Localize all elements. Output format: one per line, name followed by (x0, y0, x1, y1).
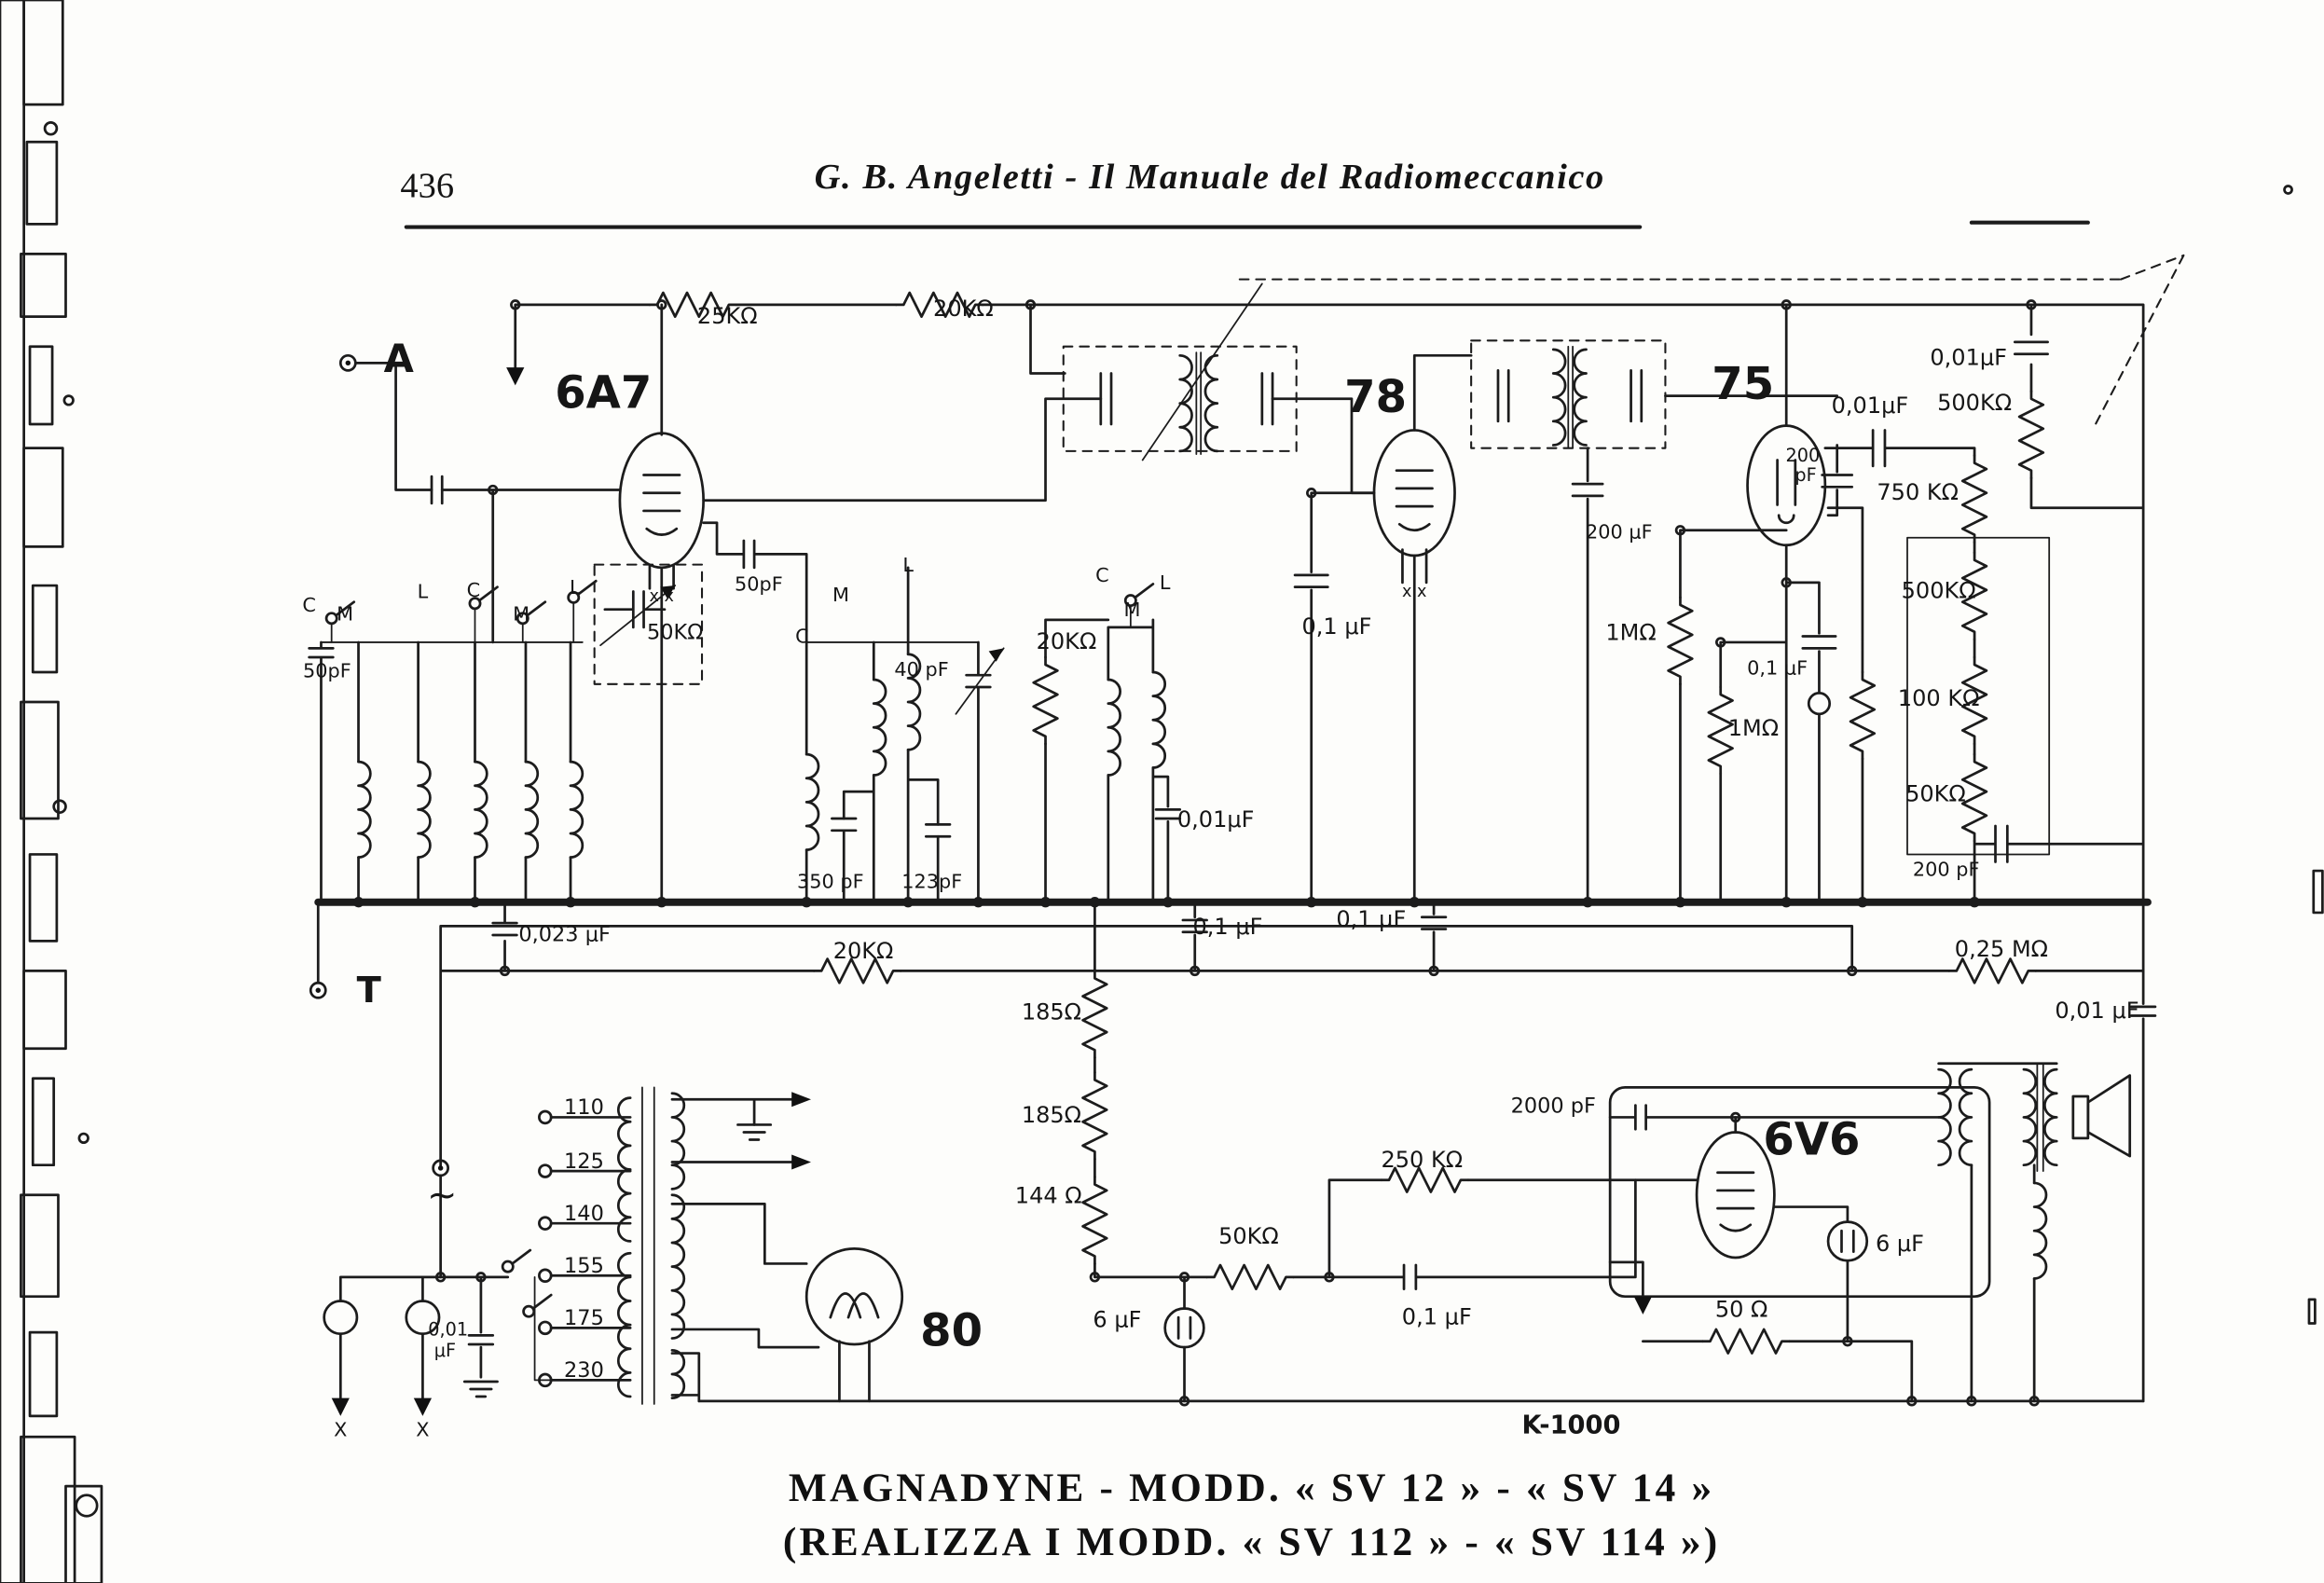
tube-label: 75 (1712, 358, 1775, 411)
component-label: 185Ω (1021, 998, 1082, 1026)
component-label: 1MΩ (1605, 619, 1657, 646)
component-label: C (466, 580, 481, 603)
component-label: 0,1 μF (1192, 913, 1263, 941)
component-label: 0,25 MΩ (1954, 935, 2049, 963)
component-label: 350 pF (797, 871, 864, 894)
component-label: x x (1402, 582, 1427, 601)
component-label: 110 (564, 1096, 604, 1121)
component-label: X (416, 1419, 430, 1442)
power-transformer (538, 1086, 820, 1405)
output-stage-box (1608, 1086, 1991, 1299)
tube-label: 80 (920, 1305, 983, 1358)
caption-line1: MAGNADYNE - MODD. « SV 12 » - « SV 14 » (788, 1465, 1715, 1510)
tube-80 (804, 1247, 904, 1346)
component-label: 1MΩ (1727, 714, 1780, 742)
component-label: C (302, 595, 316, 618)
component-label: 0,01μF (1176, 805, 1255, 833)
tube-6V6 (1695, 1131, 1776, 1260)
component-label: 6 μF (1875, 1230, 1924, 1258)
component-label: C (1095, 565, 1109, 588)
page-header: G. B. Angeletti - Il Manuale del Radiome… (814, 158, 1605, 198)
component-label: 20KΩ (832, 937, 894, 965)
junction-dots (352, 299, 2040, 1407)
component-label: 0,1 μF (1336, 905, 1407, 933)
component-label: 175 (564, 1306, 604, 1331)
component-label: 25KΩ (696, 302, 758, 330)
component-label: L (1159, 572, 1171, 596)
component-label: 6 μF (1093, 1306, 1142, 1333)
component-label: X (334, 1419, 348, 1442)
electrolytic-6uf-2 (1826, 1220, 1869, 1262)
component-label: μF (433, 1340, 457, 1361)
component-label: 50pF (735, 574, 783, 598)
speaker (2071, 1074, 2132, 1158)
component-label: 500KΩ (1901, 577, 1976, 605)
component-label: 123pF (901, 871, 963, 894)
component-label: 185Ω (1021, 1101, 1082, 1129)
component-label: 100 KΩ (1897, 684, 1980, 712)
component-label: 0,1 μF (1301, 613, 1372, 640)
component-label: M (1123, 599, 1141, 623)
component-label: 0,1 μF (1401, 1302, 1472, 1330)
antenna-terminal-label: A (383, 337, 414, 383)
ground-terminal-label: T (356, 969, 381, 1012)
component-label: 50KΩ (1905, 780, 1966, 807)
component-label: M (832, 585, 850, 608)
component-label: 500KΩ (1937, 389, 2013, 417)
component-label: C (795, 626, 809, 650)
component-label: 50KΩ (646, 621, 704, 646)
caption-line2: (REALIZZA I MODD. « SV 112 » - « SV 114 … (782, 1519, 1721, 1564)
component-label: 20KΩ (1036, 627, 1097, 655)
component-label: L (570, 577, 581, 600)
component-label: 2000 pF (1510, 1094, 1596, 1120)
electrolytic-6uf (1163, 1307, 1205, 1349)
component-label: 200 μF (1585, 521, 1653, 544)
component-label: 144 Ω (1014, 1182, 1082, 1209)
component-label: 200 pF (1912, 860, 1980, 883)
component-label: 200 (1785, 445, 1821, 466)
component-label: 250 KΩ (1381, 1146, 1464, 1174)
page-number: 436 (400, 167, 455, 207)
component-label: 20KΩ (933, 295, 994, 323)
tube-label: 6V6 (1763, 1114, 1861, 1167)
component-label: 750 KΩ (1877, 478, 1960, 506)
component-label: 0,1 μF (1747, 657, 1808, 681)
mains-label: ~ (427, 1174, 458, 1217)
component-label: 0,01μF (1930, 344, 2007, 372)
component-label: 50KΩ (1218, 1222, 1279, 1250)
component-label: 0,01 (428, 1318, 469, 1341)
component-label: 230 (564, 1358, 604, 1383)
component-label: 50pF (303, 660, 351, 683)
mains-input (323, 1248, 553, 1416)
component-label: pF (1795, 464, 1817, 486)
component-label: L (417, 582, 429, 605)
component-label: M (337, 604, 354, 627)
tube-label: 78 (1344, 371, 1408, 425)
caption: MAGNADYNE - MODD. « SV 12 » - « SV 14 » … (783, 1461, 1721, 1568)
header-rule (404, 220, 2090, 229)
component-label: K-1000 (1521, 1411, 1621, 1441)
component-label: M (513, 604, 530, 627)
component-label: 140 (564, 1202, 604, 1227)
component-label: 0,01 μF (2055, 997, 2139, 1025)
component-label: L (902, 555, 914, 578)
component-label: 0,01μF (1831, 392, 1909, 420)
tube-label: 6A7 (555, 367, 653, 420)
component-label: 155 (564, 1254, 604, 1279)
component-label: 40 pF (894, 659, 949, 682)
component-label: 0,023 μF (518, 923, 611, 947)
component-label: 125 (564, 1149, 604, 1175)
component-label: 50 Ω (1714, 1295, 1768, 1323)
component-label: x x (649, 585, 675, 606)
